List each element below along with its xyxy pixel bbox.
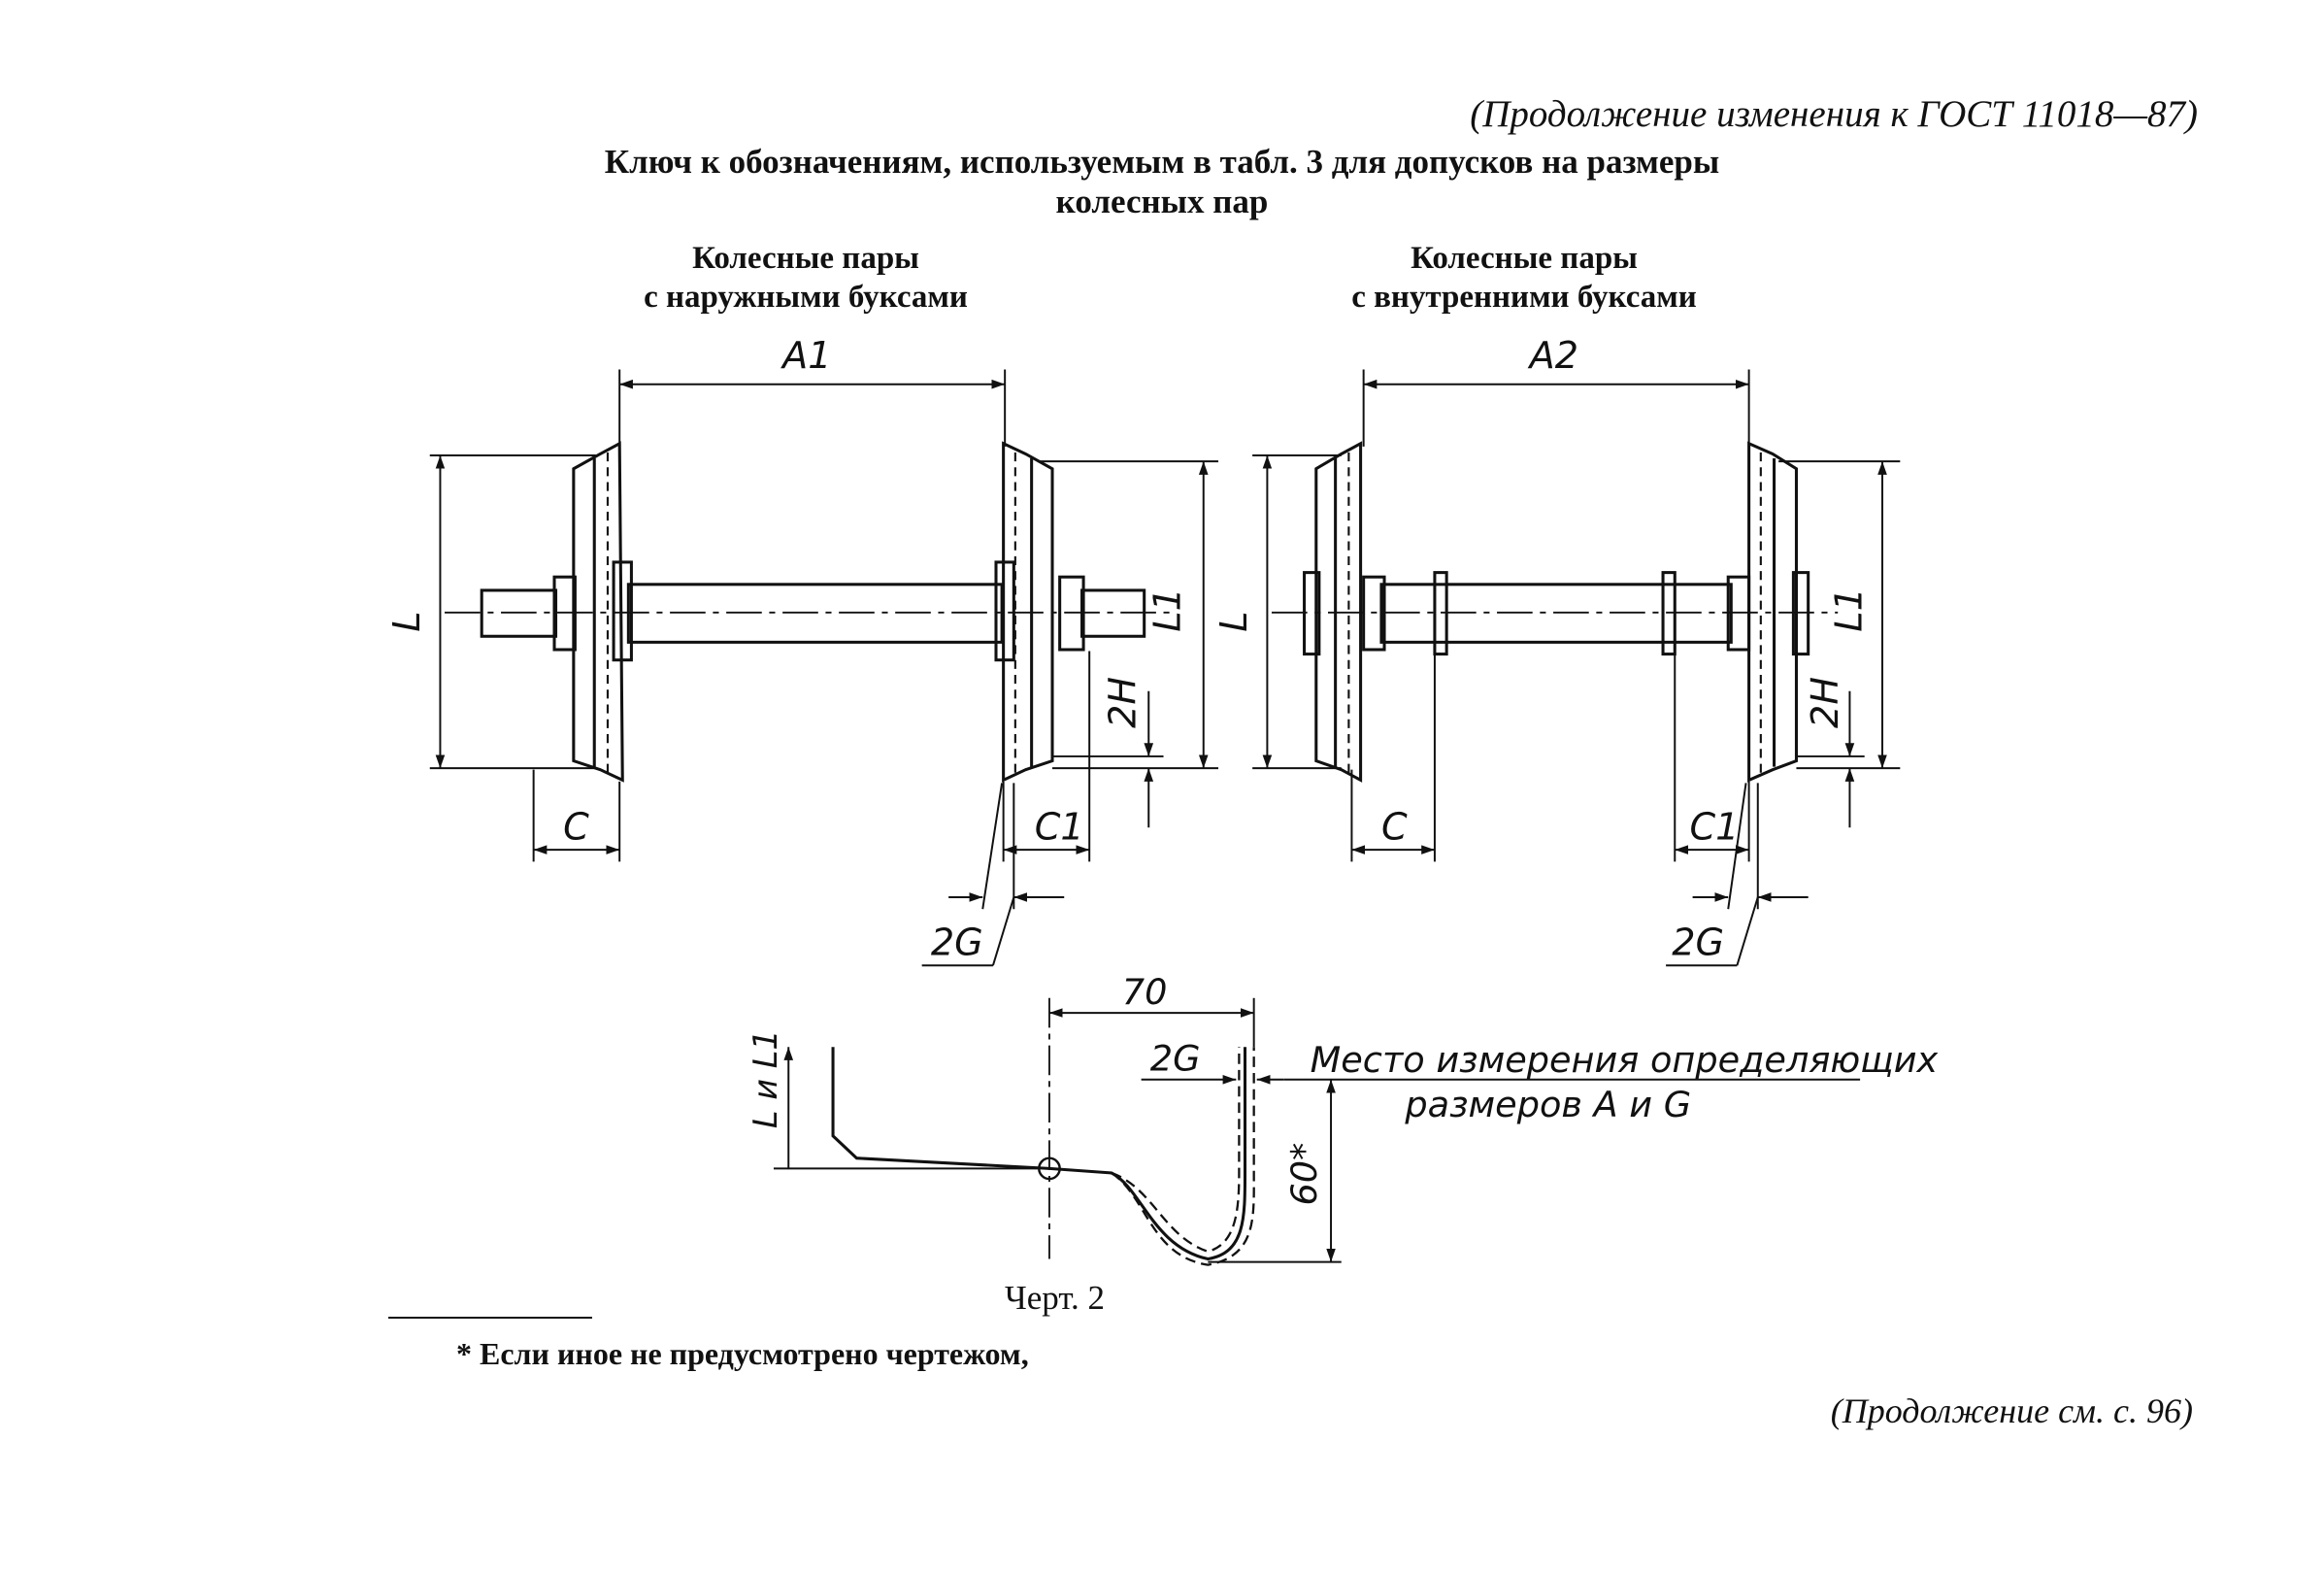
left-dimensions bbox=[429, 369, 1219, 967]
footnote: * Если иное не предусмотрено чертежом, bbox=[456, 1336, 1029, 1371]
note-line1: Место измерения определяющих bbox=[1311, 1039, 1939, 1081]
label-l1-right: L1 bbox=[1828, 587, 1871, 632]
left-wheelset bbox=[445, 441, 1172, 783]
label-2g-left: 2G bbox=[931, 922, 983, 964]
right-dimensions bbox=[1252, 369, 1901, 967]
profile-detail bbox=[773, 997, 1861, 1266]
right-caption-line1: Колесные пары bbox=[1411, 241, 1638, 276]
label-2g-right: 2G bbox=[1672, 922, 1724, 964]
label-70: 70 bbox=[1122, 971, 1168, 1013]
label-2g-detail: 2G bbox=[1150, 1038, 1201, 1080]
note-line2: размеров А и G bbox=[1404, 1084, 1691, 1125]
label-a2: A2 bbox=[1527, 334, 1578, 377]
left-caption-line1: Колесные пары bbox=[692, 241, 919, 276]
footnote-divider bbox=[388, 1317, 592, 1319]
drawing-title-line2: колесных пар bbox=[1055, 183, 1269, 220]
label-c1-right: C1 bbox=[1690, 805, 1740, 848]
left-figure-caption: Колесные пары с наружными буксами bbox=[544, 239, 1068, 317]
right-dimension-labels: A2 L L1 2H C C1 2G bbox=[1212, 334, 1871, 964]
drawing-title-line1: Ключ к обозначениям, используемым в табл… bbox=[604, 143, 1720, 181]
right-caption-line2: с внутренними буксами bbox=[1351, 280, 1697, 315]
label-l1-left: L1 bbox=[1145, 587, 1188, 632]
continuation-header: (Продолжение изменения к ГОСТ 11018—87) bbox=[1470, 93, 2198, 135]
figure-caption: Черт. 2 bbox=[1005, 1279, 1105, 1317]
label-l-right: L bbox=[1212, 611, 1255, 631]
label-c-left: C bbox=[563, 805, 589, 848]
label-a1: A1 bbox=[780, 334, 831, 377]
profile-labels: 70 2G 60* L и L1 Место измерения определ… bbox=[747, 971, 1939, 1206]
label-l-and-l1: L и L1 bbox=[747, 1029, 784, 1128]
right-wheelset bbox=[1271, 441, 1839, 783]
label-l-left: L bbox=[385, 611, 428, 631]
right-figure-caption: Колесные пары с внутренними буксами bbox=[1252, 239, 1796, 317]
label-60: 60* bbox=[1283, 1143, 1325, 1206]
label-c-right: C bbox=[1381, 805, 1408, 848]
continuation-footer: (Продолжение см. с. 96) bbox=[1830, 1391, 2193, 1430]
label-c1-left: C1 bbox=[1035, 805, 1084, 848]
label-2h-right: 2H bbox=[1804, 677, 1846, 728]
left-dimension-labels: A1 L L1 2H C C1 2G bbox=[385, 334, 1188, 964]
label-2h-left: 2H bbox=[1102, 677, 1145, 728]
left-caption-line2: с наружными буксами bbox=[644, 280, 968, 315]
